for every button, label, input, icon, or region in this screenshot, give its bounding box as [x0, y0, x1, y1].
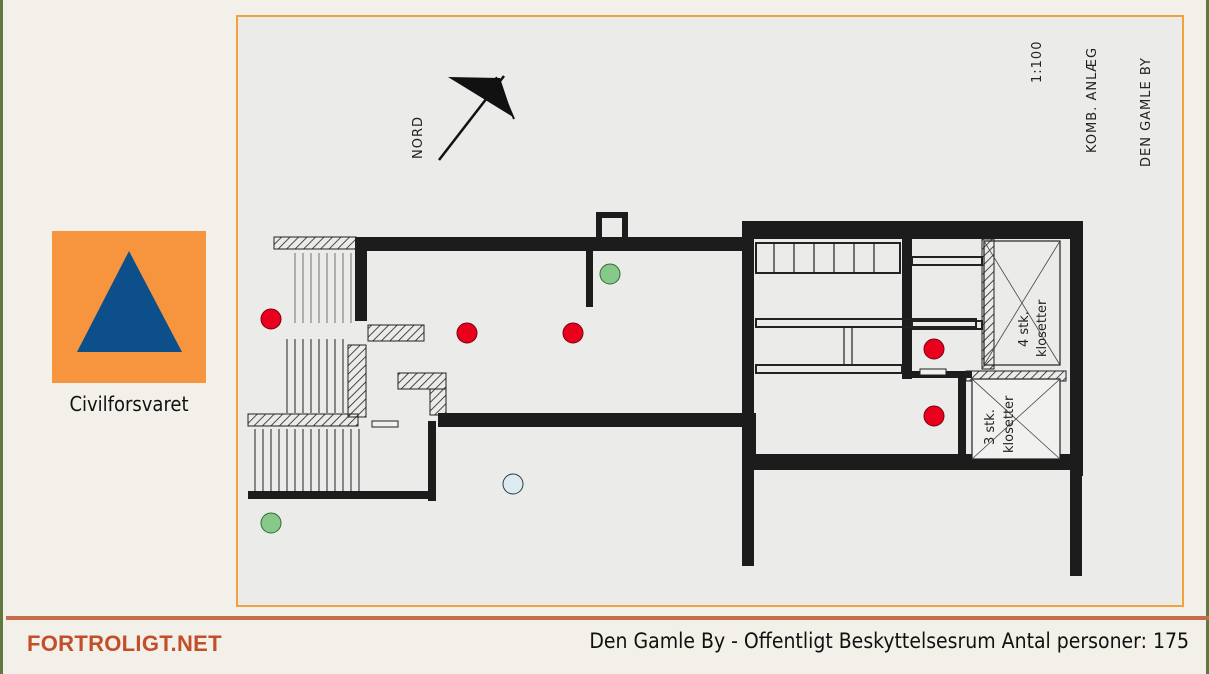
compass-label: NORD [411, 116, 426, 159]
red-marker[interactable] [260, 308, 282, 330]
room-label-4-line1: 4 stk. [1017, 311, 1032, 347]
type-label: KOMB. ANLÆG [1085, 47, 1100, 153]
green-marker[interactable] [260, 512, 282, 534]
footer-brand-link[interactable]: FORTROLIGT.NET [27, 631, 222, 656]
red-marker[interactable] [562, 322, 584, 344]
bunks [755, 242, 983, 374]
footer-caption: Den Gamle By - Offentligt Beskyttelsesru… [589, 629, 1189, 653]
red-marker[interactable] [923, 338, 945, 360]
walls [248, 212, 1083, 576]
civilforsvaret-logo [52, 231, 206, 383]
floor-plan-drawing: NORD 1:100 KOMB. ANLÆG DEN GAMLE BY [247, 41, 1154, 576]
red-marker[interactable] [923, 405, 945, 427]
floor-plan: NORD 1:100 KOMB. ANLÆG DEN GAMLE BY [236, 15, 1184, 607]
north-arrow-icon [438, 75, 515, 161]
room-label-3-line2: klosetter [1002, 395, 1017, 453]
poster-card: Civilforsvaret NORD 1:100 KOMB. ANLÆG DE… [3, 0, 1209, 674]
scale-label: 1:100 [1030, 41, 1045, 83]
green-marker[interactable] [599, 263, 621, 285]
red-marker[interactable] [456, 322, 478, 344]
logo-caption: Civilforsvaret [69, 392, 189, 416]
triangle-icon [77, 251, 182, 352]
room-label-4-line2: klosetter [1035, 299, 1050, 357]
bunk-slats [773, 243, 875, 365]
blue-marker[interactable] [502, 473, 524, 495]
footer-divider [6, 616, 1209, 620]
place-label: DEN GAMLE BY [1139, 57, 1154, 167]
room-label-3-line1: 3 stk. [983, 409, 998, 445]
